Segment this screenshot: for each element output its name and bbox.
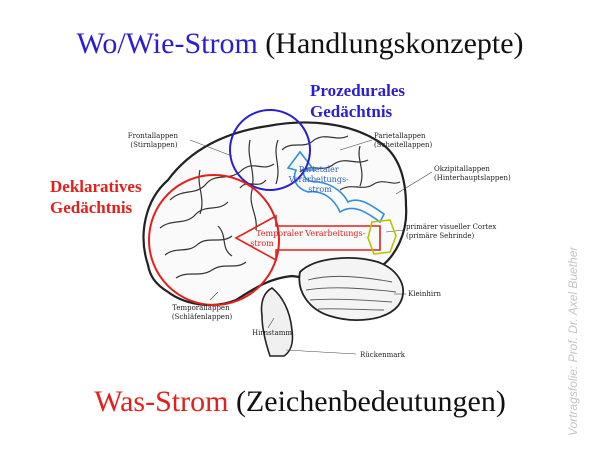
declarative-line2: Gedächtnis xyxy=(50,198,133,217)
cerebellum xyxy=(298,257,404,321)
label-okzipitallappen: Okzipitallappen (Hinterhauptslappen) xyxy=(434,165,511,182)
procedural-memory-label: Prozedurales Gedächtnis xyxy=(310,80,405,122)
brain-stem xyxy=(260,287,294,357)
label-kleinhirn: Kleinhirn xyxy=(408,290,441,298)
declarative-memory-label: Deklaratives Gedächtnis xyxy=(50,176,142,218)
label-temporallappen: Temporallappen (Schläfenlappen) xyxy=(172,304,233,321)
title-bottom-highlight: Was-Strom xyxy=(94,385,229,418)
label-hirnstamm: Hirnstamm xyxy=(252,329,292,337)
cerebellum-folds xyxy=(305,275,397,311)
declarative-circle xyxy=(148,174,280,306)
parietal-stream-label: Parietaler Verarbeitungs- strom xyxy=(288,165,352,194)
title-bottom-rest: (Zeichenbedeutungen) xyxy=(228,385,506,418)
slide-credit: Vortragsfolie: Prof. Dr. Axel Buether xyxy=(566,246,580,436)
procedural-line1: Prozedurales xyxy=(310,81,406,100)
temporal-stream-label: Temporaler Verarbeitungs- strom xyxy=(250,229,368,248)
temporal-stream-arrow xyxy=(234,214,381,262)
brain-gyri xyxy=(159,135,401,279)
procedural-line2: Gedächtnis xyxy=(310,102,393,121)
parietal-stream-arrow xyxy=(286,150,386,224)
title-top-highlight: Wo/Wie-Strom xyxy=(76,27,258,60)
title-top-rest: (Handlungskonzepte) xyxy=(257,27,524,60)
visual-cortex-marker xyxy=(367,219,397,255)
label-visueller-cortex: primärer visueller Cortex (primäre Sehri… xyxy=(406,223,499,240)
label-frontallappen: Frontallappen (Stirnlappen) xyxy=(128,132,180,149)
procedural-circle xyxy=(229,109,311,191)
title-bottom: Was-Strom (Zeichenbedeutungen) xyxy=(0,384,600,420)
declarative-line1: Deklaratives xyxy=(50,177,142,196)
title-top: Wo/Wie-Strom (Handlungskonzepte) xyxy=(0,26,600,62)
leader-lines xyxy=(189,139,433,355)
label-parietallappen: Parietallappen (Scheitellappen) xyxy=(374,132,433,149)
label-rueckenmark: Rückenmark xyxy=(360,351,406,359)
